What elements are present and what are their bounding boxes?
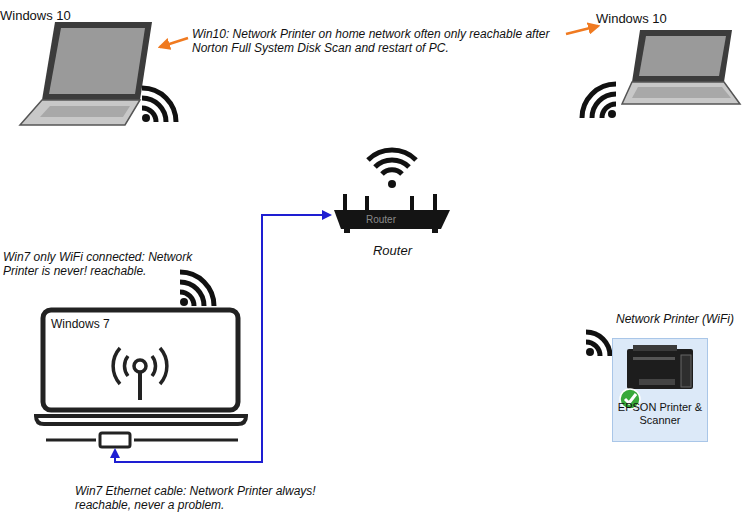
wifi-symbol [180,272,214,306]
laptop-node: Windows 10 [596,5,746,110]
wifi-symbol [142,88,176,122]
router-node: Router [330,155,455,263]
leader-arrow [160,38,188,47]
printer-label: EPSON Printer & Scanner [616,401,704,427]
laptop-node: Windows 7 [35,300,250,450]
device-label: Windows 7 [51,317,110,331]
wifi-symbol [586,332,610,356]
note-text: Win7 Ethernet cable: Network Printer alw… [75,484,345,513]
printer-tile: EPSON Printer & Scanner [612,338,708,442]
laptop-outline [36,310,246,447]
laptop-node: Windows 10 [0,5,160,130]
device-label: Windows 10 [0,8,71,24]
laptop-illustration [622,30,740,104]
wifi-symbol [582,84,616,118]
leader-arrow [566,26,598,34]
note-text: Win10: Network Printer on home network o… [192,27,560,56]
printer-node: EPSON Printer & ScannerNetwork Printer (… [612,312,708,442]
device-label: Windows 10 [596,11,667,27]
note-text: Win7 only WiFi connected: Network Printe… [3,250,225,279]
router-illustration [334,150,450,233]
node-heading: Network Printer (WiFi) [616,312,734,326]
device-label: Router [330,243,455,259]
laptop-illustration [20,22,152,125]
watermark-text: Router [366,214,396,226]
